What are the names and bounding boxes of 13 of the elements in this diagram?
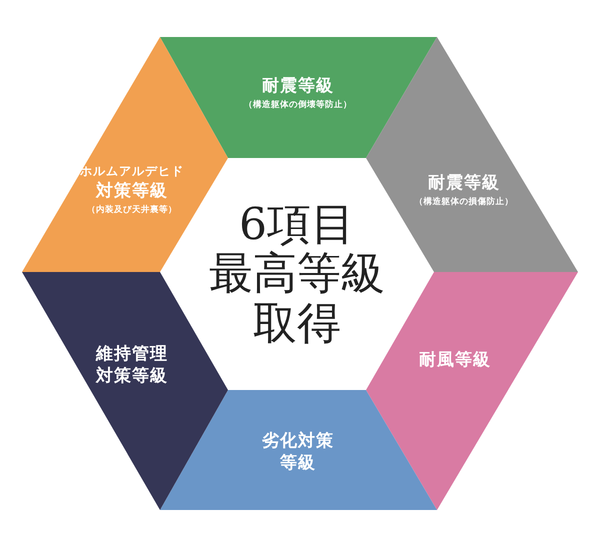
segment-subtitle: ホルムアルデヒド	[79, 164, 185, 180]
segment-note: （構造躯体の損傷防止）	[414, 197, 514, 208]
segment-note: （構造躯体の倒壊等防止）	[243, 100, 353, 112]
center-heading: 取得	[252, 298, 342, 348]
segment-note: （内装及び天井裏等）	[86, 204, 178, 216]
segment-title: 劣化対策等級	[261, 430, 335, 474]
segment-title: 対策等級	[94, 180, 169, 202]
center-heading: 最高等級	[208, 249, 386, 299]
segment-title: 耐震等級	[427, 172, 501, 194]
segment-title: 耐震等級	[261, 74, 335, 98]
segment-title: 維持管理対策等級	[94, 342, 169, 388]
segment-title: 耐風等級	[418, 348, 492, 372]
center-heading: 6項目	[238, 200, 356, 250]
